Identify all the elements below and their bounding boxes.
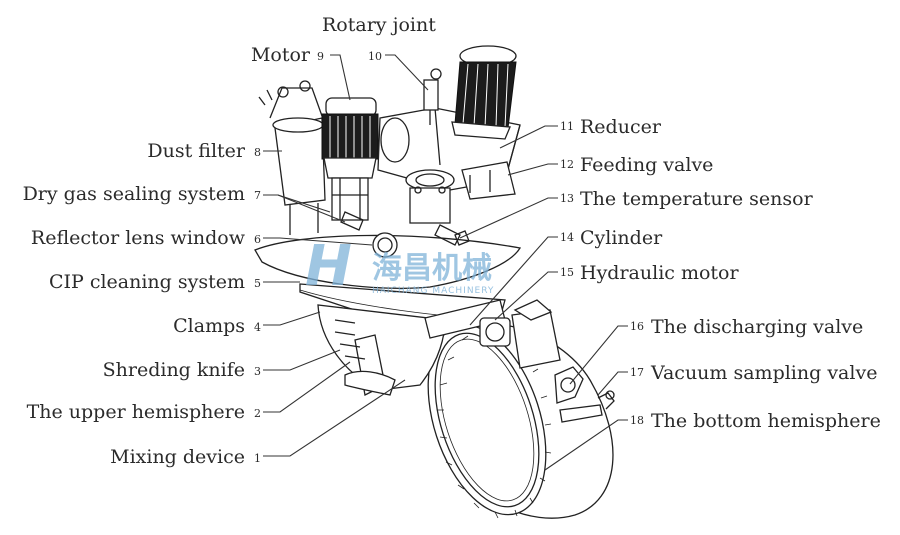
label-mixing-device: Mixing device: [110, 446, 245, 468]
cylinder-hydraulic: [424, 299, 561, 369]
label-hydraulic-motor: Hydraulic motor: [580, 262, 739, 284]
label-num-10: 10: [368, 50, 382, 63]
label-num-8: 8: [254, 146, 261, 159]
labels-right: 11 Reducer 12 Feeding valve 13 The tempe…: [560, 116, 881, 432]
motor-right: [451, 45, 517, 140]
leader-1: [263, 379, 406, 457]
label-num-16: 16: [630, 320, 644, 333]
leader-7b: [277, 194, 331, 213]
watermark-english: HAICHANG MACHINERY: [372, 286, 494, 296]
leader-16: [569, 325, 628, 385]
label-num-17: 17: [630, 366, 644, 379]
label-vacuum-sampling-valve: Vacuum sampling valve: [650, 362, 877, 384]
leader-6: [263, 237, 373, 246]
label-feeding-valve: Feeding valve: [580, 154, 713, 176]
leader-4: [263, 311, 321, 326]
leader-18: [544, 419, 628, 471]
label-cylinder: Cylinder: [580, 227, 663, 249]
label-bottom-hemisphere: The bottom hemisphere: [651, 410, 881, 432]
label-rotary-joint: Rotary joint: [322, 14, 436, 36]
leader-15: [494, 271, 558, 321]
labels-left: Mixing device 1 The upper hemisphere 2 S…: [23, 14, 437, 468]
leader-14: [469, 236, 558, 326]
label-num-18: 18: [630, 414, 644, 427]
rotary-joint: [423, 68, 442, 125]
leader-lines: [263, 54, 628, 471]
label-reducer: Reducer: [580, 116, 662, 138]
leader-17: [597, 371, 628, 396]
label-shreding-knife: Shreding knife: [103, 359, 245, 381]
label-num-5: 5: [254, 277, 261, 290]
label-num-11: 11: [560, 120, 574, 133]
leader-2: [263, 361, 351, 413]
reflector-window: [340, 211, 461, 258]
label-dry-gas-sealing: Dry gas sealing system: [23, 183, 245, 205]
label-num-3: 3: [254, 365, 261, 378]
dust-filter: [258, 80, 326, 235]
motor-left: [321, 97, 379, 221]
label-num-6: 6: [254, 233, 261, 246]
leader-3: [263, 349, 341, 371]
label-clamps: Clamps: [173, 315, 245, 337]
label-num-7: 7: [254, 189, 261, 202]
machine-illustration: [254, 45, 615, 519]
label-dust-filter: Dust filter: [147, 140, 246, 162]
label-num-15: 15: [560, 266, 574, 279]
label-num-12: 12: [560, 158, 574, 171]
label-discharging-valve: The discharging valve: [651, 316, 863, 338]
label-cip-cleaning: CIP cleaning system: [49, 271, 245, 293]
watermark-chinese: 海昌机械: [372, 251, 492, 286]
label-num-4: 4: [254, 321, 261, 334]
temperature-sensor: [454, 230, 470, 246]
feeding-valve: [405, 161, 516, 224]
label-num-1: 1: [254, 452, 261, 465]
leader-9: [330, 54, 351, 101]
label-num-13: 13: [560, 192, 574, 205]
label-upper-hemisphere: The upper hemisphere: [27, 401, 245, 423]
label-temperature-sensor: The temperature sensor: [580, 188, 814, 210]
label-motor: Motor: [251, 44, 311, 66]
watermark-logo: H 海昌机械 HAICHANG MACHINERY: [305, 234, 494, 299]
leader-11: [499, 125, 558, 149]
label-num-14: 14: [560, 231, 574, 244]
watermark-letters: H: [305, 234, 352, 299]
leader-13: [459, 197, 558, 239]
upper-hemisphere: [317, 304, 446, 396]
label-num-2: 2: [254, 407, 261, 420]
label-reflector-window: Reflector lens window: [31, 227, 246, 249]
leader-10: [385, 54, 429, 91]
leader-12: [507, 163, 558, 176]
label-num-9: 9: [317, 50, 324, 63]
